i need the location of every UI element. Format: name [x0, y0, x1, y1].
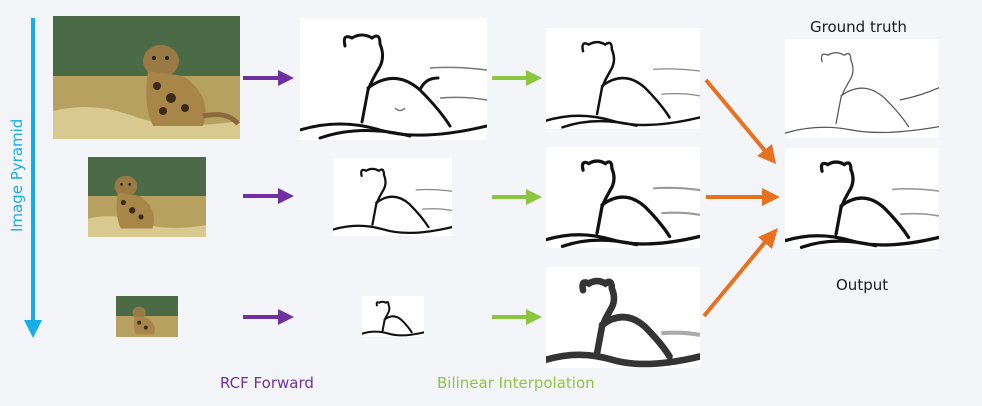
rcf-edge-map-large	[300, 18, 487, 140]
upsampled-edge-map-top	[546, 28, 700, 129]
output-edge-map	[785, 148, 939, 249]
input-image-small	[116, 296, 178, 337]
rcf-arrow-top	[243, 70, 294, 86]
bilinear-interpolation-label: Bilinear Interpolation	[437, 374, 595, 392]
input-image-medium	[88, 157, 206, 237]
edge-map-icon	[362, 300, 424, 337]
fusion-arrow-middle	[706, 188, 780, 206]
input-image-large	[53, 16, 240, 139]
image-pyramid-arrow	[24, 18, 42, 338]
edge-map-icon	[546, 277, 700, 368]
fusion-arrow-top	[704, 78, 776, 164]
output-label: Output	[836, 276, 889, 294]
upsampled-edge-map-middle	[546, 147, 700, 248]
rcf-edge-map-small	[362, 296, 424, 337]
leopard-photo-icon	[88, 157, 206, 237]
edge-map-icon	[333, 167, 452, 235]
bilinear-arrow-middle	[492, 189, 542, 205]
ground-truth-label: Ground truth	[810, 18, 907, 36]
edge-map-icon	[546, 40, 700, 129]
edge-map-icon	[785, 52, 939, 134]
ground-truth-edge-map	[785, 39, 939, 138]
bilinear-arrow-bottom	[492, 309, 542, 325]
edge-map-icon	[546, 159, 700, 248]
rcf-arrow-middle	[243, 188, 294, 204]
leopard-photo-icon	[116, 296, 178, 337]
rcf-forward-label: RCF Forward	[220, 374, 314, 392]
rcf-edge-map-medium	[333, 158, 452, 236]
fusion-arrow-bottom	[702, 228, 778, 318]
upsampled-edge-map-bottom	[546, 267, 700, 368]
edge-map-icon	[785, 160, 939, 249]
leopard-photo-icon	[53, 16, 240, 139]
bilinear-arrow-top	[492, 70, 542, 86]
edge-map-icon	[300, 33, 487, 140]
rcf-arrow-bottom	[243, 309, 294, 325]
image-pyramid-label: Image Pyramid	[8, 118, 26, 232]
